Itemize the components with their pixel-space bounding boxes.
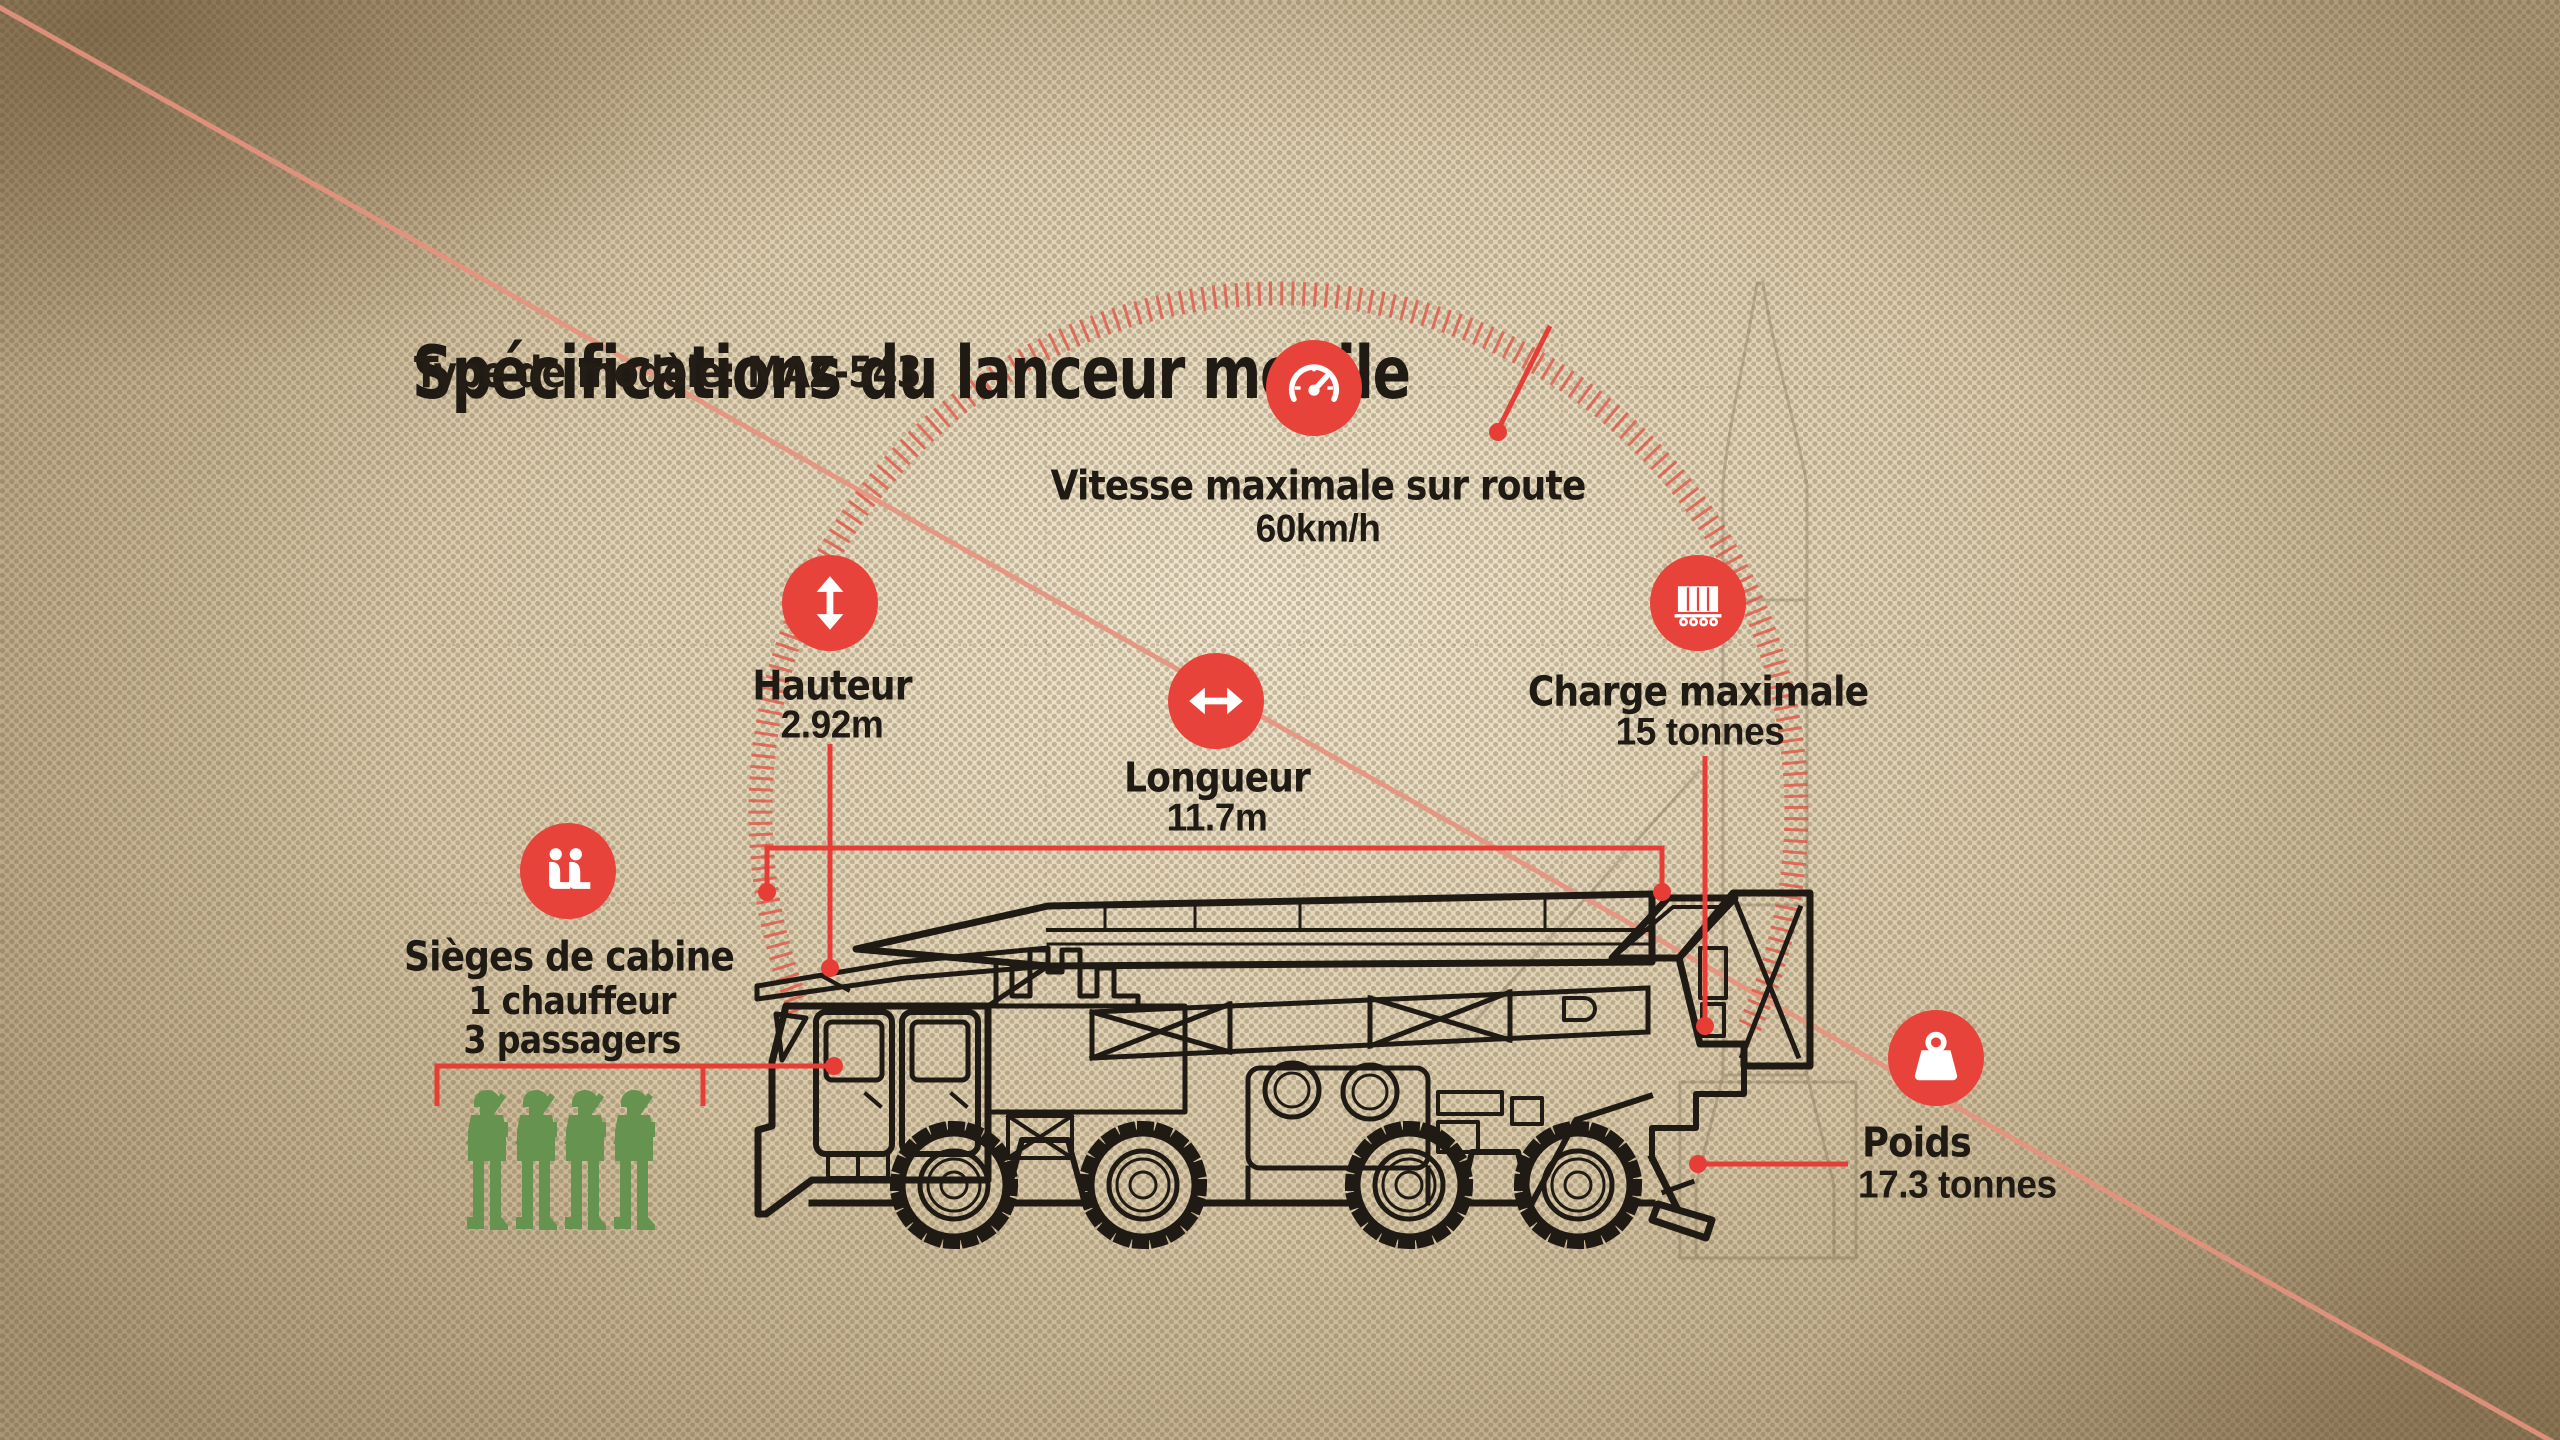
length-bracket [758,845,1671,901]
cab [754,1002,992,1218]
cabin-driver-count: 1 chauffeur [468,979,676,1023]
speed-label: Vitesse maximale sur route [1050,461,1587,510]
callout-connectors [434,324,1848,1173]
rear-jack [1647,1153,1716,1242]
weight-icon [1888,1010,1984,1106]
weight-label: Poids [1862,1118,1972,1167]
weight-pointer [1689,1155,1848,1173]
page-title: Spécifications du lanceur mobile [412,330,1411,416]
dashed-circle-arc [748,281,1809,1036]
cabin-passenger-count: 3 passagers [463,1018,681,1062]
speed-value: 60km/h [1255,507,1381,551]
payload-value: 15 tonnes [1615,710,1785,754]
height-value: 2.92m [780,703,884,747]
erector-truss [1088,985,1651,1062]
height-label: Hauteur [752,661,912,710]
soldiers-illustration [466,1090,655,1230]
weight-value: 17.3 tonnes [1858,1163,2057,1207]
missile-body [852,890,1656,970]
payload-label: Charge maximale [1527,667,1869,716]
model-subtitle: Type de modèle: MAZ-543 [414,348,922,398]
cabin-seats-icon [520,823,616,919]
cabin-label: Sièges de cabine [403,932,735,981]
equipment-stacks [993,947,1141,1009]
length-label: Longueur [1124,753,1311,802]
vertical-arrow-icon [782,555,878,651]
height-pointer [821,744,839,977]
speedometer-icon [1266,340,1362,436]
payload-pointer [1696,756,1714,1035]
truck-illustration [754,889,1814,1243]
rear-platform [1608,889,1814,1161]
cargo-trailer-icon [1650,555,1746,651]
length-value: 11.7m [1166,796,1268,840]
horizontal-arrow-icon [1168,653,1264,749]
cabin-bracket [434,1057,843,1106]
speed-pointer [1489,324,1553,441]
